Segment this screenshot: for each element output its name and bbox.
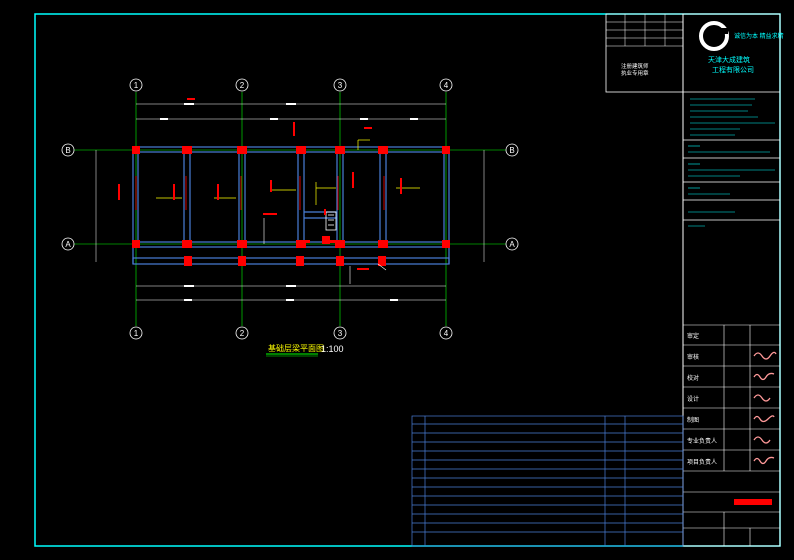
company-info-lines — [690, 98, 775, 136]
grid-col-top-4-label: 4 — [444, 81, 449, 90]
grid-axis-lines — [74, 92, 506, 326]
grid-col-bottom-2-bubble — [235, 326, 249, 340]
grid-row-left-B-label: B — [65, 146, 70, 155]
signature-role-label: 设计 — [687, 395, 699, 403]
grid-col-bottom-4-bubble — [439, 326, 453, 340]
signature-table — [683, 324, 780, 529]
seal-block: 注册建筑师 执业专用章 — [605, 13, 684, 93]
grid-row-left-A-label: A — [65, 240, 71, 249]
seal-border — [605, 13, 684, 93]
walls — [132, 146, 450, 265]
signature-role-label: 审定 — [687, 332, 699, 340]
grid-col-bottom-3-label: 3 — [338, 329, 343, 338]
grid-row-right-B-bubble — [505, 143, 519, 157]
stair-detail — [325, 211, 337, 231]
drawing-scale: 1:100 — [321, 344, 344, 354]
company-slogan: 诚信为本 精益求精 — [734, 32, 784, 40]
grid-row-right-A-label: A — [509, 240, 515, 249]
dimension-lines — [95, 103, 485, 301]
signature-role-label: 制图 — [687, 416, 699, 424]
red-highlight-bar — [734, 499, 772, 505]
grid-col-top-2-label: 2 — [240, 81, 245, 90]
grid-col-top-1-bubble — [129, 78, 143, 92]
grid-col-top-3-label: 3 — [338, 81, 343, 90]
signature-role-label: 审核 — [687, 353, 699, 361]
dimension-ticks — [160, 103, 418, 301]
title-block: 诚信为本 精益求精 天津大成建筑 工程有限公司 — [682, 13, 784, 547]
drawing-title: 基础层梁平面图 — [268, 343, 324, 353]
grid-col-bottom-3-bubble — [333, 326, 347, 340]
signature-role-label: 项目负责人 — [687, 458, 717, 466]
signature-role-label: 校对 — [687, 374, 699, 382]
grid-row-left-A-bubble — [61, 237, 75, 251]
grid-row-left-B-bubble — [61, 143, 75, 157]
revision-table — [411, 415, 684, 547]
grid-col-bottom-1-bubble — [129, 326, 143, 340]
seal-text-line1: 注册建筑师 — [621, 62, 649, 70]
grid-col-top-2-bubble — [235, 78, 249, 92]
company-name-line2: 工程有限公司 — [712, 65, 754, 74]
grid-col-top-4-bubble — [439, 78, 453, 92]
grid-col-bottom-4-label: 4 — [444, 329, 449, 338]
columns — [132, 146, 450, 266]
grid-row-right-A-bubble — [505, 237, 519, 251]
handwritten-signatures — [753, 351, 777, 465]
title-block-border — [682, 13, 781, 547]
beam-label-marks — [118, 98, 402, 270]
company-logo-icon — [699, 21, 729, 51]
signature-role-label: 专业负责人 — [687, 437, 717, 445]
grid-col-top-3-bubble — [333, 78, 347, 92]
grid-col-bottom-2-label: 2 — [240, 329, 245, 338]
company-name-line1: 天津大成建筑 — [708, 55, 750, 64]
grid-col-bottom-1-label: 1 — [134, 329, 139, 338]
grid-row-right-B-label: B — [509, 146, 514, 155]
seal-text-line2: 执业专用章 — [621, 69, 649, 77]
outer-frame — [34, 13, 781, 547]
grid-col-top-1-label: 1 — [134, 81, 139, 90]
